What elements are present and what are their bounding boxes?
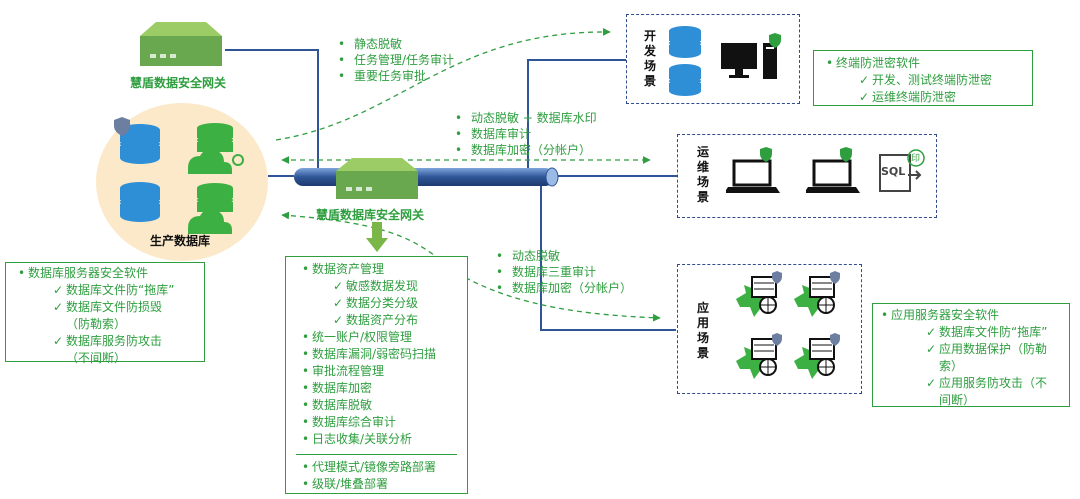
dev-flow-item: 重要任务审批 (338, 68, 454, 84)
feature-item: 数据库漏洞/弱密码扫描 (302, 346, 467, 363)
db-gateway-features-box: 数据资产管理 敏感数据发现 数据分类分级 数据资产分布 统一账户/权限管理 数据… (285, 256, 468, 494)
app-server-security-box: 应用服务器安全软件 数据库文件防“拖库” 应用数据保护（防勒 索） 应用服务防攻… (872, 303, 1070, 407)
db-server-security-box: 数据库服务器安全软件 数据库文件防“拖库” 数据库文件防损毁 （防勒索） 数据库… (5, 262, 205, 365)
feature-item: 数据库脱敏 (302, 397, 467, 414)
terminal-security-item: 运维终端防泄密 (859, 89, 1032, 106)
dev-flow-item: 静态脱敏 (338, 36, 454, 52)
deploy-item: 级联/堆叠部署 (302, 476, 467, 493)
deploy-item: 代理模式/镜像旁路部署 (302, 459, 467, 476)
app-server-security-title: 应用服务器安全软件 (881, 307, 1069, 324)
dev-flow-list: 静态脱敏 任务管理/任务审计 重要任务审批 (338, 36, 454, 84)
seal-label: 印 (911, 154, 921, 164)
app-server-security-item: 应用服务防攻击（不 (926, 375, 1069, 392)
db-server-security-title: 数据库服务器安全软件 (18, 265, 204, 282)
feature-item: 统一账户/权限管理 (302, 329, 467, 346)
ops-flow-item: 动态脱敏 + 数据库水印 (455, 110, 597, 126)
database-icon (665, 23, 705, 107)
asset-management-item: 数据资产分布 (333, 312, 467, 329)
app-server-security-item: 应用数据保护（防勒 (926, 341, 1069, 358)
ops-scene: 运维场景 SQL 印 (677, 134, 937, 218)
asset-management-item: 敏感数据发现 (333, 278, 467, 295)
terminal-security-box: 终端防泄密软件 开发、测试终端防泄密 运维终端防泄密 (813, 50, 1033, 106)
dev-flow-item: 任务管理/任务审计 (338, 52, 454, 68)
asset-management-item: 数据分类分级 (333, 295, 467, 312)
production-label: 生产数据库 (150, 234, 211, 248)
db-server-security-item: 数据库服务防攻击 (53, 333, 204, 350)
app-flow-list: 动态脱敏 数据库三重审计 数据库加密（分帐户） (496, 248, 632, 296)
db-server-security-item: （不间断） (66, 351, 127, 365)
db-gateway-icon (334, 157, 420, 201)
feature-item: 审批流程管理 (302, 363, 467, 380)
app-scene-label: 应用场景 (696, 301, 709, 360)
dev-scene: 开发场景 (626, 14, 800, 104)
ops-flow-item: 数据库审计 (455, 126, 597, 142)
app-flow-item: 数据库加密（分帐户） (496, 280, 632, 296)
asset-management-title: 数据资产管理 (302, 261, 467, 278)
ops-flow-list: 动态脱敏 + 数据库水印 数据库审计 数据库加密（分帐户） (455, 110, 597, 158)
dev-scene-label: 开发场景 (643, 29, 656, 88)
app-scene: 应用场景 (677, 264, 862, 394)
sql-audit-icon: SQL 印 (878, 149, 928, 193)
feature-item: 数据库综合审计 (302, 414, 467, 431)
app-server-security-item: 间断） (939, 393, 976, 407)
sql-label: SQL (881, 165, 906, 178)
terminal-security-item: 开发、测试终端防泄密 (859, 72, 1032, 89)
terminal-security-title: 终端防泄密软件 (826, 55, 1032, 72)
top-gateway-icon (138, 20, 224, 70)
db-server-security-item: （防勒索） (66, 317, 127, 331)
database-icon (110, 116, 170, 240)
ops-scene-label: 运维场景 (696, 145, 709, 204)
data-pipe (294, 168, 554, 186)
top-gateway-label: 慧盾数据安全网关 (130, 76, 227, 90)
feature-item: 数据库加密 (302, 380, 467, 397)
divider (296, 454, 457, 455)
db-server-security-item: 数据库文件防“拖库” (53, 282, 204, 299)
app-flow-item: 动态脱敏 (496, 248, 632, 264)
feature-item: 日志收集/关联分析 (302, 431, 467, 448)
down-arrow-icon (366, 238, 388, 252)
app-server-security-item: 数据库文件防“拖库” (926, 324, 1069, 341)
secure-database-icon (180, 118, 250, 242)
desktop-computer-icon (719, 33, 789, 89)
app-flow-item: 数据库三重审计 (496, 264, 632, 280)
ops-flow-item: 数据库加密（分帐户） (455, 142, 597, 158)
laptop-icon (724, 147, 782, 201)
db-gateway-label: 慧盾数据库安全网关 (316, 208, 425, 222)
laptop-icon (804, 147, 862, 201)
top-gateway-link (225, 49, 319, 180)
app-server-icon (732, 270, 852, 395)
db-server-security-item: 数据库文件防损毁 (53, 299, 204, 316)
app-server-security-item: 索） (939, 359, 964, 373)
